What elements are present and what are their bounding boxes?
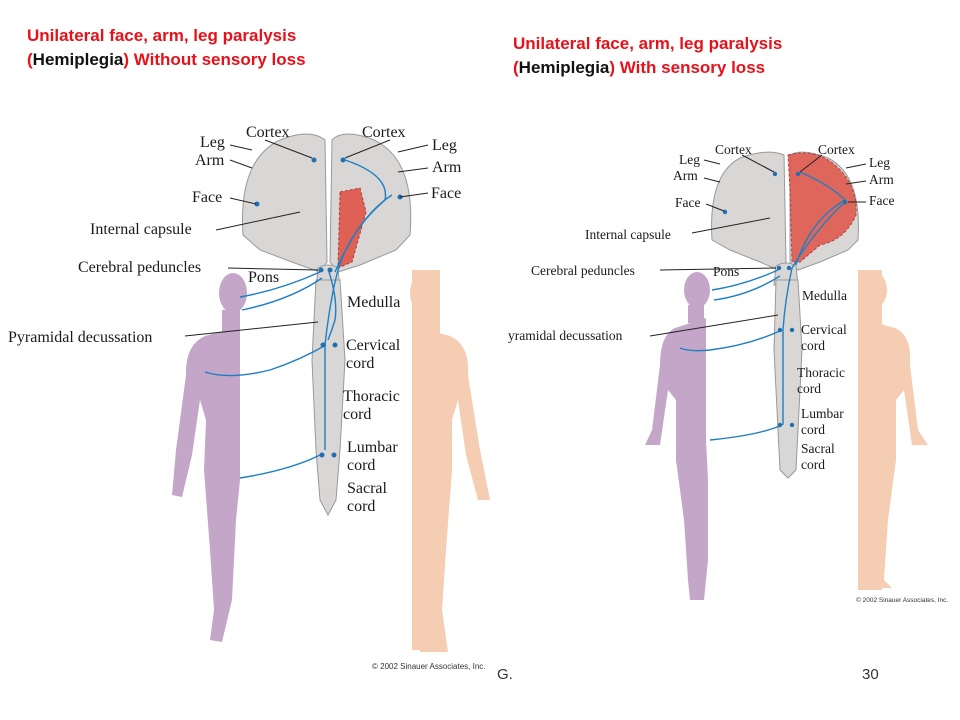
right-body-peach-half xyxy=(858,270,928,590)
right-label-sacral: Sacral xyxy=(801,441,835,456)
left-label-arm-right: Arm xyxy=(432,159,462,176)
right-title: Unilateral face, arm, leg paralysis (Hem… xyxy=(513,32,782,80)
right-title-line2: (Hemiplegia) With sensory loss xyxy=(513,56,782,80)
right-title-line1: Unilateral face, arm, leg paralysis xyxy=(513,34,783,53)
left-label-face-left: Face xyxy=(192,189,222,206)
left-label-leg-left: Leg xyxy=(200,134,225,151)
right-label-face-left: Face xyxy=(675,195,700,210)
right-label-internal-capsule: Internal capsule xyxy=(585,227,671,242)
right-tract-dots xyxy=(722,171,848,428)
slide-number: 30 xyxy=(862,666,879,683)
left-label-sacral: Sacral xyxy=(347,480,388,497)
right-label-leg-left: Leg xyxy=(679,152,700,167)
right-title-rest: With sensory loss xyxy=(615,58,766,77)
footer-text: G. xyxy=(497,666,513,683)
left-label-medulla: Medulla xyxy=(347,294,400,311)
left-label-thoracic: Thoracic xyxy=(343,388,400,405)
right-label-medulla: Medulla xyxy=(802,288,847,303)
left-copyright: © 2002 Sinauer Associates, Inc. xyxy=(372,662,486,671)
left-label-lumbar: Lumbar xyxy=(347,439,398,456)
left-body-peach-half xyxy=(410,270,490,652)
left-title-paren-open: ( xyxy=(27,50,33,69)
left-title: Unilateral face, arm, leg paralysis (Hem… xyxy=(27,24,306,72)
right-label-cortex-right: Cortex xyxy=(818,142,855,157)
left-label-leg-right: Leg xyxy=(432,137,457,154)
right-copyright: © 2002 Sinauer Associates, Inc. xyxy=(856,597,949,604)
right-brain-section xyxy=(711,151,859,286)
left-title-rest: Without sensory loss xyxy=(129,50,306,69)
left-body-purple-half xyxy=(172,273,247,642)
left-label-arm-left: Arm xyxy=(195,152,225,169)
left-label-cervical: Cervical xyxy=(346,337,401,354)
left-title-line2: (Hemiplegia) Without sensory loss xyxy=(27,48,306,72)
left-leader-lines xyxy=(184,139,429,337)
left-title-term: Hemiplegia xyxy=(32,50,124,69)
right-label-thoracic: Thoracic xyxy=(797,365,845,380)
left-label-face-right: Face xyxy=(431,185,461,202)
left-title-line1: Unilateral face, arm, leg paralysis xyxy=(27,26,297,45)
right-label-arm-right: Arm xyxy=(869,172,894,187)
right-label-pons: Pons xyxy=(713,264,739,279)
right-label-lumbar-cord: cord xyxy=(801,422,825,437)
left-title-paren-close: ) xyxy=(123,50,130,69)
left-label-cortex-left: Cortex xyxy=(246,124,290,141)
left-label-cortex-right: Cortex xyxy=(362,124,406,141)
right-label-cortex-left: Cortex xyxy=(715,142,752,157)
right-label-pyramidal-decussation: yramidal decussation xyxy=(508,328,623,343)
right-label-face-right: Face xyxy=(869,193,894,208)
right-label-arm-left: Arm xyxy=(673,168,698,183)
right-title-term: Hemiplegia xyxy=(518,58,610,77)
right-label-lumbar: Lumbar xyxy=(801,406,844,421)
right-label-cervical-cord: cord xyxy=(801,338,825,353)
left-label-lumbar-cord: cord xyxy=(347,457,375,474)
left-label-internal-capsule: Internal capsule xyxy=(90,221,192,238)
right-body-purple-half xyxy=(645,272,710,600)
right-label-leg-right: Leg xyxy=(869,155,890,170)
right-label-sacral-cord: cord xyxy=(801,457,825,472)
right-title-paren-open: ( xyxy=(513,58,519,77)
left-label-thoracic-cord: cord xyxy=(343,406,371,423)
left-label-pons: Pons xyxy=(248,269,279,286)
right-label-cerebral-peduncles: Cerebral peduncles xyxy=(531,263,635,278)
right-label-cervical: Cervical xyxy=(801,322,847,337)
left-label-cerebral-peduncles: Cerebral peduncles xyxy=(78,259,201,276)
right-title-paren-close: ) xyxy=(609,58,616,77)
left-tract-dots xyxy=(254,157,403,458)
left-label-cervical-cord: cord xyxy=(346,355,374,372)
right-leader-lines xyxy=(649,154,867,337)
left-label-sacral-cord: cord xyxy=(347,498,375,515)
left-brain-section xyxy=(241,133,412,291)
right-motor-tracts xyxy=(679,171,847,441)
left-label-pyramidal-decussation: Pyramidal decussation xyxy=(8,329,152,346)
right-label-thoracic-cord: cord xyxy=(797,381,821,396)
